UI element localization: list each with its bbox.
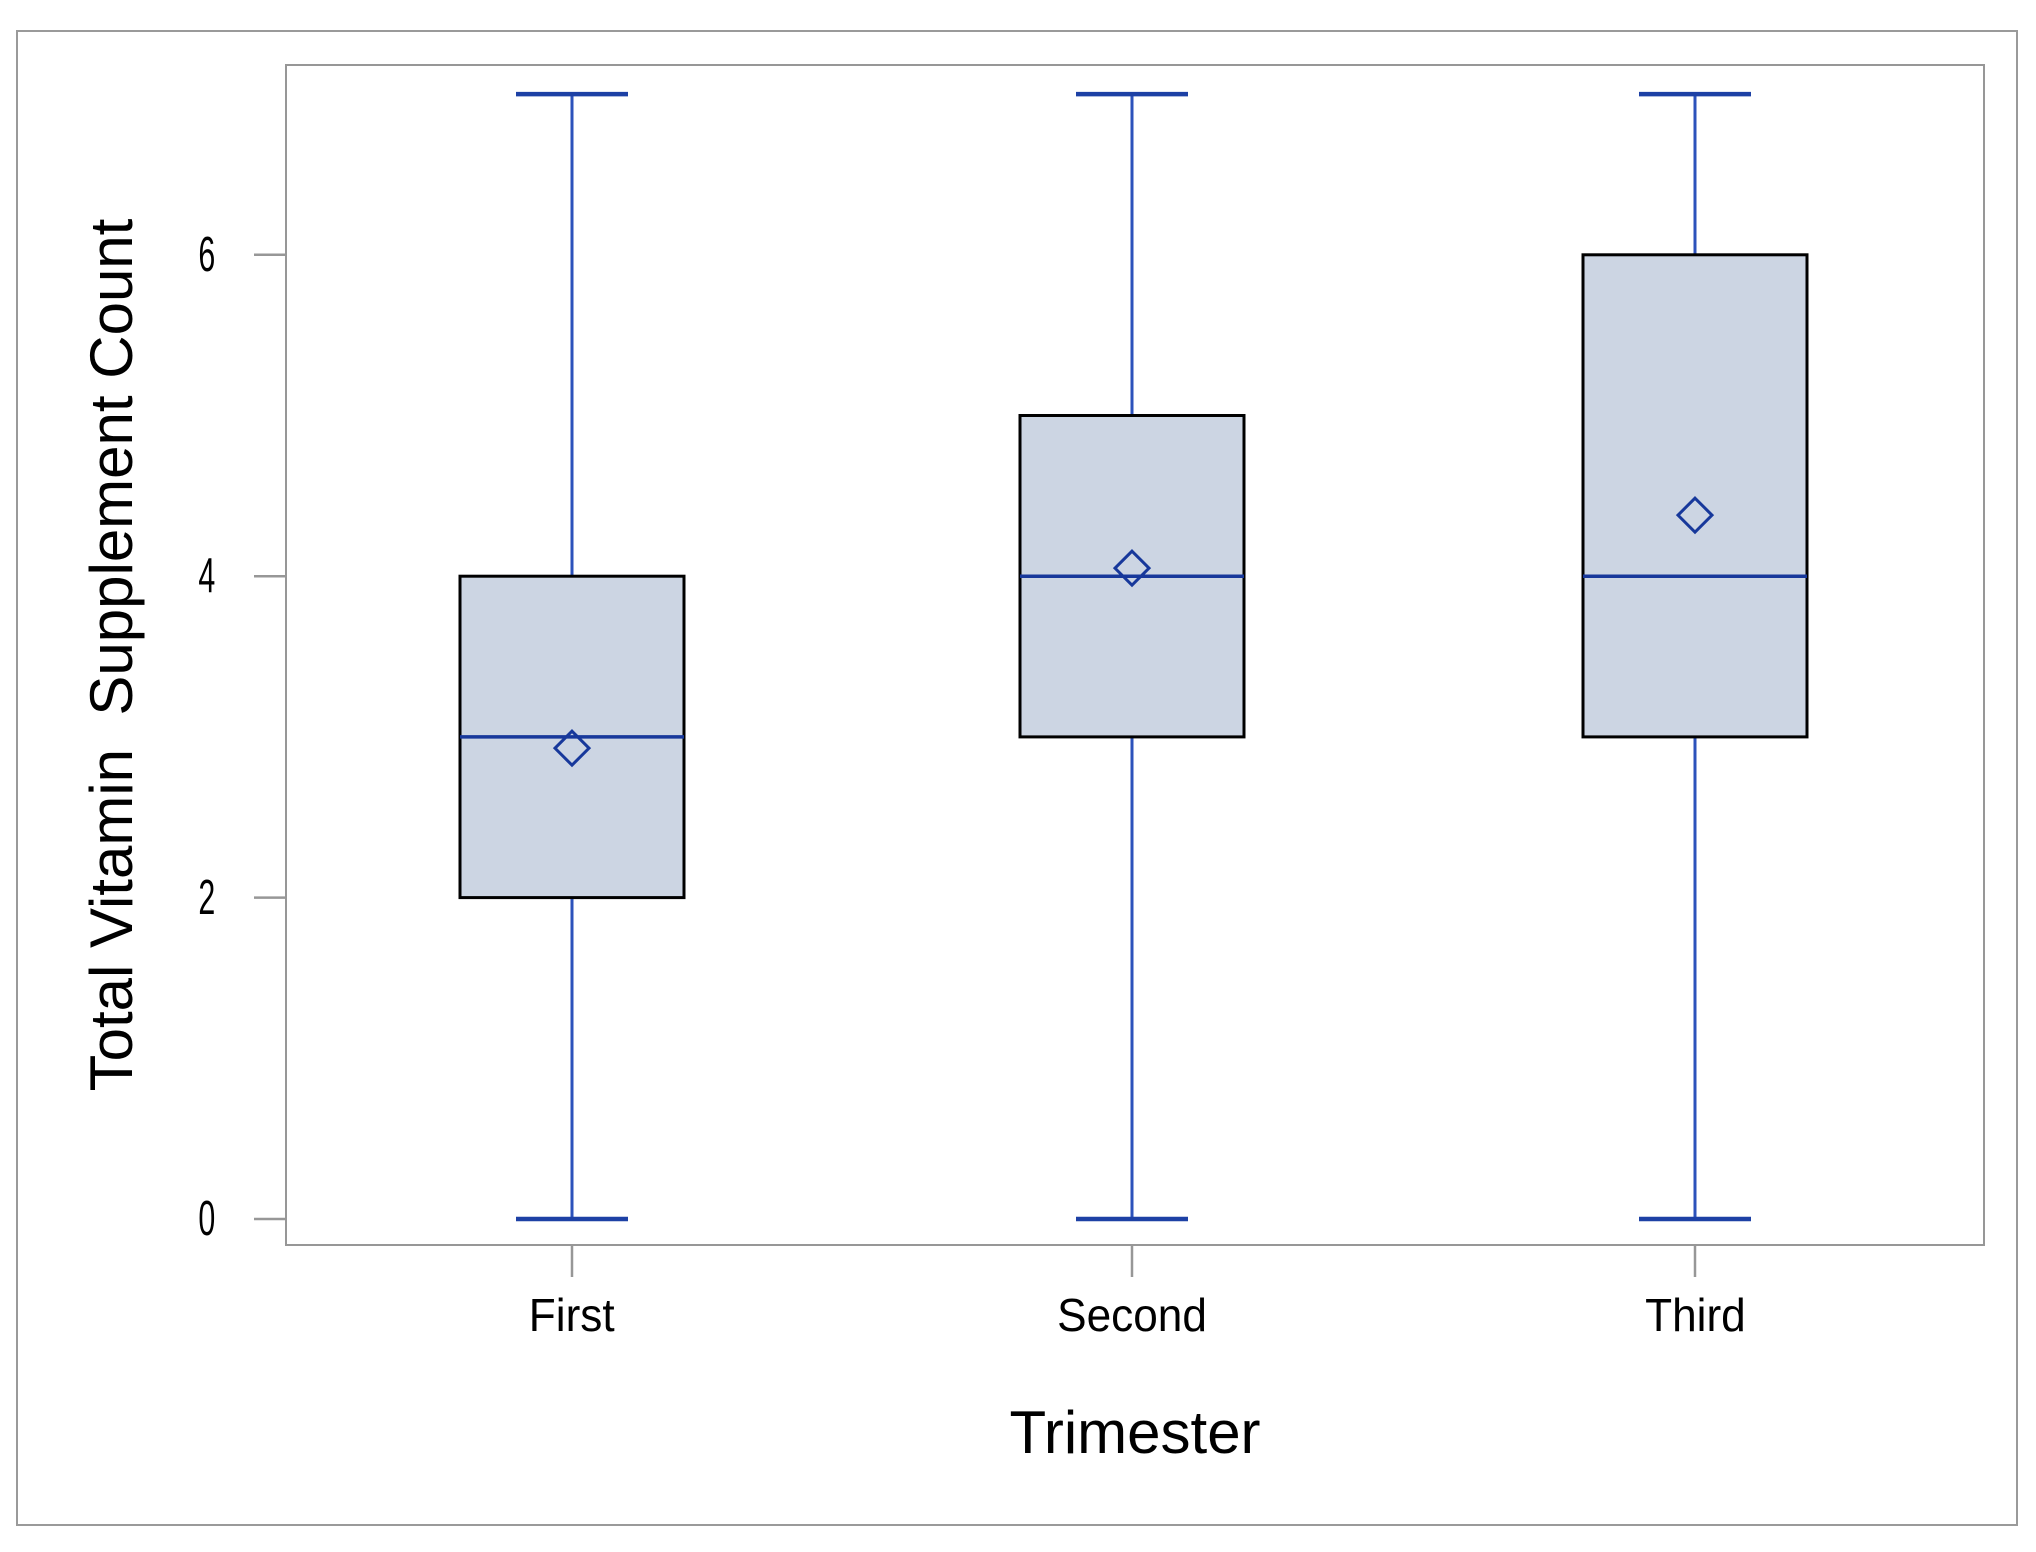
x-tick-label-second: Second bbox=[932, 1288, 1332, 1342]
x-axis-title: Trimester bbox=[1009, 1399, 1261, 1466]
x-tick-label-first: First bbox=[372, 1288, 772, 1342]
x-tick-text: First bbox=[529, 1289, 615, 1341]
y-tick-label-4: 4 bbox=[188, 546, 215, 606]
mean-marker-second bbox=[1112, 549, 1152, 588]
y-axis-title: Total Vitamin Supplement Count bbox=[78, 218, 145, 1092]
y-tick-text: 0 bbox=[198, 1192, 215, 1246]
mean-marker-first bbox=[552, 729, 592, 768]
y-tick-label-2: 2 bbox=[188, 868, 215, 928]
y-tick-label-0: 0 bbox=[188, 1189, 215, 1249]
y-tick-label-6: 6 bbox=[188, 225, 215, 285]
y-tick-text: 4 bbox=[198, 549, 215, 603]
mean-marker-third bbox=[1675, 496, 1715, 535]
y-tick-text: 6 bbox=[198, 228, 215, 282]
y-tick-text: 2 bbox=[198, 871, 215, 925]
box-third bbox=[1581, 253, 1809, 739]
x-tick-text: Second bbox=[1057, 1289, 1207, 1341]
x-tick-label-third: Third bbox=[1495, 1288, 1895, 1342]
x-tick-text: Third bbox=[1644, 1289, 1746, 1341]
